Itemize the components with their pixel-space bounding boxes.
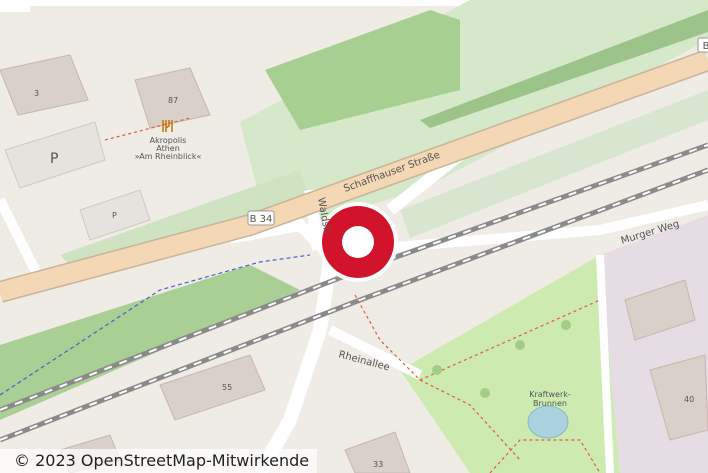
top-strip <box>0 0 708 6</box>
building-87 <box>134 67 211 129</box>
house-number-3: 3 <box>34 89 39 98</box>
map-attribution[interactable]: © 2023 OpenStreetMap-Mitwirkende <box>0 449 318 473</box>
poi-label-line-2: Athen <box>156 144 180 153</box>
house-number-40: 40 <box>684 395 694 404</box>
location-pin-center <box>342 226 374 258</box>
restaurant-icon <box>162 120 173 132</box>
building-right-1 <box>624 279 696 341</box>
railway-track-2-dash <box>0 169 708 441</box>
route-b34-label: B 34 <box>250 214 273 225</box>
building-33 <box>344 431 411 473</box>
fountain-label-line-1: Kraftwerk- <box>529 390 571 399</box>
road-rheinallee <box>253 259 337 473</box>
tree-4 <box>480 388 490 398</box>
tree-3 <box>432 365 442 375</box>
road-left-minor <box>0 197 45 283</box>
footpath-park-3 <box>489 439 601 473</box>
forest-upper <box>265 10 460 130</box>
top-left-tile <box>0 0 30 12</box>
parking-lot-small <box>79 189 151 241</box>
poi-label-line-3: »Am Rheinblick« <box>135 152 202 161</box>
house-number-87: 87 <box>168 96 178 105</box>
building-40 <box>649 354 708 441</box>
fountain-pond <box>527 405 569 439</box>
footpath-poi <box>104 117 191 141</box>
location-pin[interactable] <box>318 202 398 282</box>
parking-label-large: P <box>50 151 58 167</box>
building-55 <box>159 354 266 421</box>
forest-strip-upper <box>420 10 708 128</box>
parking-lot-large <box>4 121 106 189</box>
footpath-park-2 <box>419 299 601 381</box>
grass-strip-right <box>400 90 708 238</box>
route-b-right-label: B <box>703 41 708 52</box>
house-number-33: 33 <box>373 460 383 469</box>
route-shield-b34 <box>247 210 275 226</box>
poi-label-line-1: Akropolis <box>150 136 187 145</box>
tree-1 <box>515 340 525 350</box>
road-rheinallee-east <box>327 325 423 380</box>
route-shield-right <box>697 37 708 53</box>
road-right-vertical <box>596 254 614 473</box>
building-3 <box>0 54 89 116</box>
fountain-label-line-2: Brunnen <box>533 399 567 408</box>
house-number-55: 55 <box>222 383 232 392</box>
parking-label-small: P <box>112 211 117 220</box>
tree-2 <box>561 320 571 330</box>
